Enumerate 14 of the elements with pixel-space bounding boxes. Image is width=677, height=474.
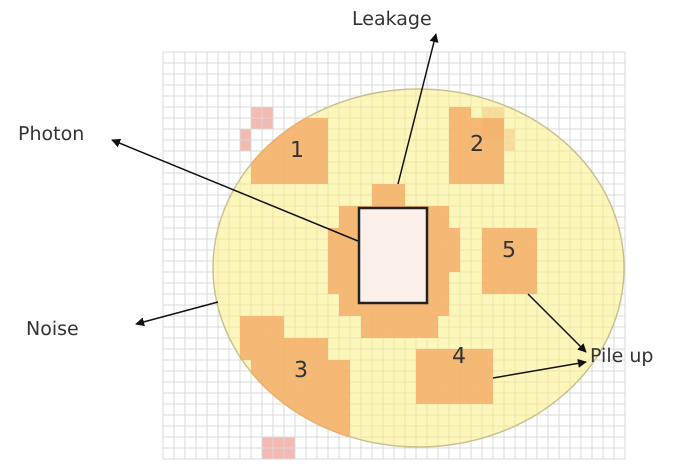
arrow	[527, 293, 587, 353]
cluster-number: 3	[294, 358, 308, 383]
cluster-number: 1	[290, 138, 304, 163]
cluster-number: 5	[502, 238, 516, 263]
callout-label: Pile up	[590, 345, 654, 367]
cluster-number: 4	[452, 344, 466, 369]
callout-label: Leakage	[352, 8, 432, 30]
arrow	[492, 358, 587, 379]
arrow	[135, 301, 218, 326]
callout-label: Photon	[18, 123, 84, 145]
cluster-number: 2	[470, 132, 484, 157]
callout-label: Noise	[26, 318, 79, 340]
arrow	[111, 138, 358, 242]
arrow	[397, 33, 438, 184]
